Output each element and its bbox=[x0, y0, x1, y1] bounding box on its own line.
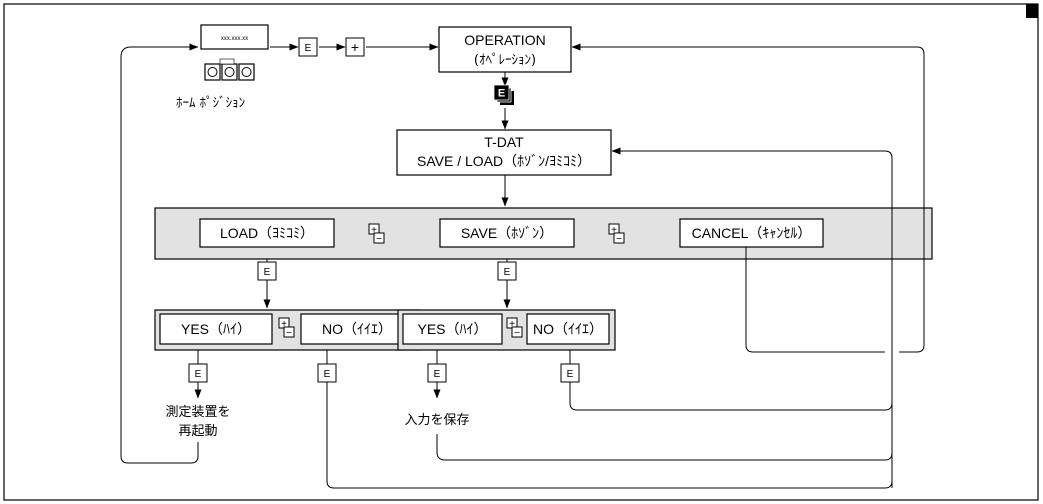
tdat-subtitle: SAVE / LOAD（ﾎｿﾞﾝ/ﾖﾐｺﾐ） bbox=[417, 153, 591, 169]
operation-subtitle: (ｵﾍﾟﾚｰｼｮﾝ) bbox=[474, 53, 536, 68]
plus-minus-key-icon: + − bbox=[278, 317, 295, 339]
save-yes-label: YES（ﾊｲ） bbox=[417, 321, 487, 337]
operating-key-plus bbox=[221, 63, 238, 81]
plus-minus-key-icon: + − bbox=[368, 223, 385, 245]
load-yes-option bbox=[159, 313, 273, 345]
operating-key-enter bbox=[238, 63, 255, 81]
svg-text:+: + bbox=[281, 319, 287, 330]
restart-text-line1: 測定装置を bbox=[165, 405, 230, 420]
cancel-option bbox=[679, 218, 824, 248]
return-to-tdat-line bbox=[611, 147, 893, 488]
display-screen bbox=[200, 24, 269, 50]
load-yes-label: YES（ﾊｲ） bbox=[181, 321, 251, 337]
saved-text: 入力を保存 bbox=[404, 413, 469, 428]
enter-key-label: E bbox=[305, 43, 312, 54]
restart-return-line bbox=[120, 43, 199, 464]
svg-text:−: − bbox=[286, 328, 292, 339]
svg-text:E: E bbox=[195, 369, 202, 380]
load-no-option bbox=[300, 313, 414, 345]
svg-text:+: + bbox=[611, 225, 617, 236]
plus-key-icon bbox=[345, 37, 365, 57]
svg-text:E: E bbox=[504, 267, 511, 278]
load-no-label: NO（ｲｲｴ） bbox=[322, 321, 392, 337]
enter-hold-icon: E bbox=[493, 84, 514, 105]
plus-key-label: + bbox=[351, 39, 359, 55]
svg-text:E: E bbox=[324, 369, 331, 380]
save-yes-option bbox=[402, 313, 503, 345]
corner-mark bbox=[1026, 4, 1038, 18]
plus-minus-key-icon: + − bbox=[608, 223, 625, 245]
outer-frame bbox=[3, 3, 1039, 501]
display-text: xxx.xxx.xx bbox=[221, 36, 248, 42]
home-position-label: ﾎｰﾑ ﾎﾟｼﾞｼｮﾝ bbox=[176, 96, 245, 111]
cancel-path-line bbox=[745, 247, 885, 353]
svg-text:E: E bbox=[264, 267, 271, 278]
save-option bbox=[439, 218, 575, 248]
svg-text:+: + bbox=[509, 319, 515, 330]
cancel-return-line bbox=[571, 43, 925, 353]
svg-text:+: + bbox=[371, 225, 377, 236]
enter-key-icon bbox=[298, 37, 318, 57]
saved-return-line bbox=[436, 434, 893, 461]
svg-text:−: − bbox=[376, 234, 382, 245]
operating-key-minus bbox=[204, 63, 221, 81]
load-option bbox=[199, 218, 335, 248]
svg-text:E: E bbox=[434, 369, 441, 380]
tdat-title: T-DAT bbox=[484, 134, 524, 150]
save-no-label: NO（ｲｲｴ） bbox=[533, 321, 603, 337]
load-option-label: LOAD（ﾖﾐｺﾐ） bbox=[220, 225, 314, 241]
operation-title: OPERATION bbox=[464, 32, 545, 48]
svg-text:E: E bbox=[567, 369, 574, 380]
cancel-option-label: CANCEL（ｷｬﾝｾﾙ） bbox=[692, 225, 812, 241]
svg-text:−: − bbox=[514, 328, 520, 339]
svg-text:−: − bbox=[616, 234, 622, 245]
enter-hold-label: E bbox=[498, 88, 505, 100]
load-no-return-line bbox=[326, 382, 893, 489]
save-no-return-line bbox=[569, 382, 893, 411]
display-device: xxx.xxx.xx bbox=[200, 24, 269, 81]
plus-minus-key-icon: + − bbox=[506, 317, 523, 339]
save-no-option bbox=[526, 313, 610, 345]
tdat-box bbox=[396, 129, 612, 176]
restart-text-line2: 再起動 bbox=[178, 424, 217, 439]
save-option-label: SAVE（ﾎｿﾞﾝ） bbox=[461, 225, 553, 241]
